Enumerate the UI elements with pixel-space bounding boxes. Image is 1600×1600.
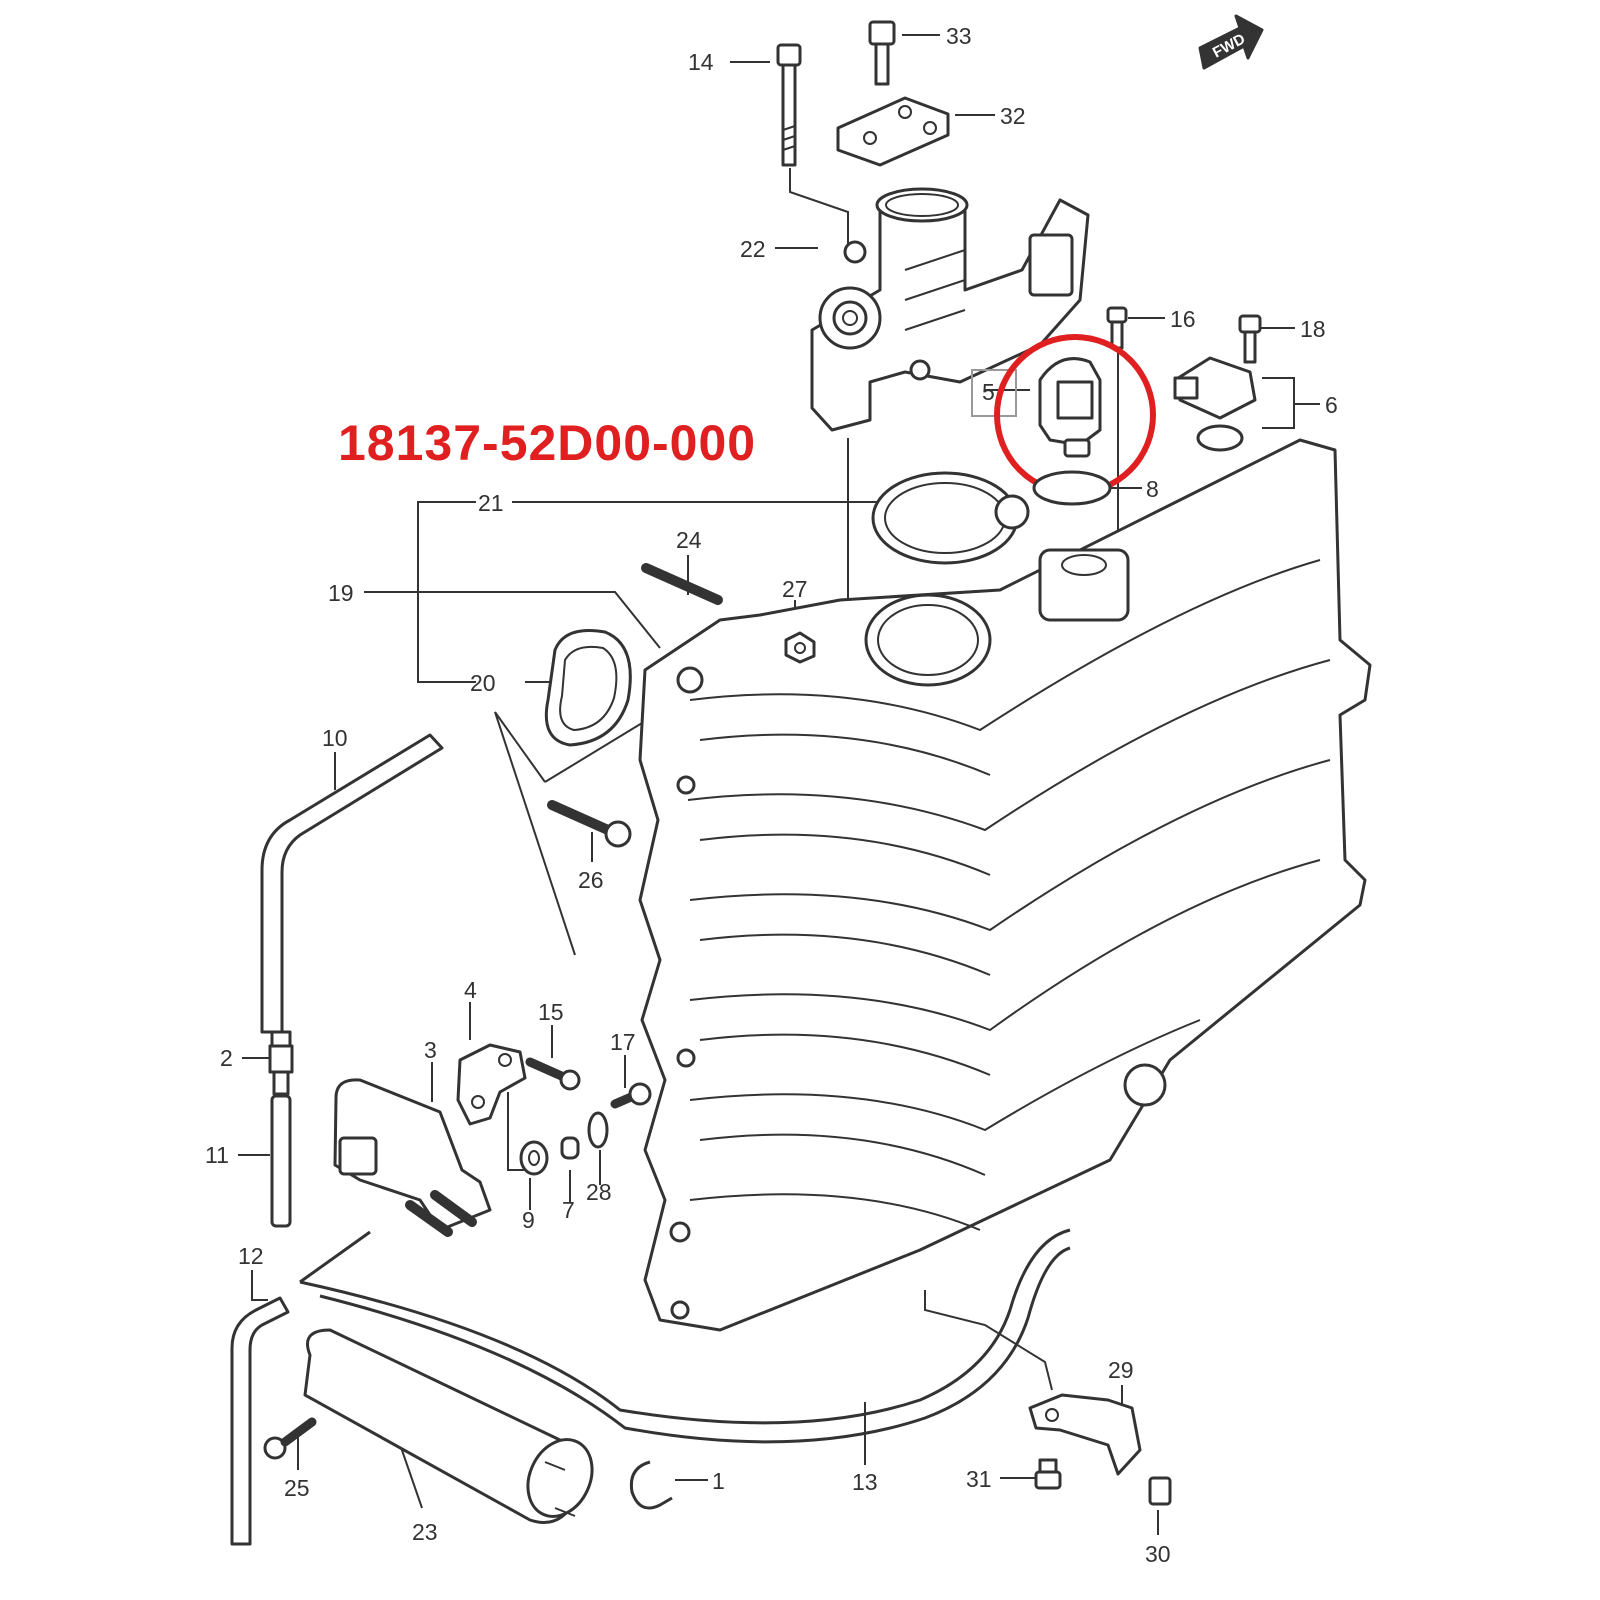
o-ring-8: [1032, 470, 1112, 506]
collar-7: [560, 1136, 580, 1160]
callout-30: 30: [1145, 1541, 1171, 1567]
gasket-20: [544, 629, 632, 747]
callout-29: 29: [1108, 1357, 1134, 1383]
gasket-32: [836, 96, 950, 167]
callout-31: 31: [966, 1466, 992, 1492]
bracket-29: [1028, 1393, 1142, 1476]
bolt-14: [776, 43, 802, 167]
callout-23: 23: [412, 1519, 438, 1545]
callout-26: 26: [578, 867, 604, 893]
bolt-15: [525, 1057, 581, 1091]
washer-28: [587, 1111, 609, 1149]
callout-3: 3: [424, 1037, 437, 1063]
callout-20: 20: [470, 670, 496, 696]
hose-11: [270, 1094, 292, 1228]
callout-28: 28: [586, 1179, 612, 1205]
hose-13: [299, 1228, 1071, 1444]
callout-1: 1: [712, 1468, 725, 1494]
callout-4: 4: [464, 977, 477, 1003]
callout-33: 33: [946, 23, 972, 49]
callout-27: 27: [782, 576, 808, 602]
bolt-31: [1034, 1458, 1062, 1490]
callout-8: 8: [1146, 476, 1159, 502]
hose-10: [260, 733, 444, 1034]
bolt-16: [1106, 306, 1128, 350]
callout-2: 2: [220, 1045, 233, 1071]
intake-manifest: [638, 438, 1372, 1332]
callout-15: 15: [538, 999, 564, 1025]
canister-23: [303, 1328, 594, 1524]
callout-9: 9: [522, 1207, 535, 1233]
throttle-body: [810, 187, 1090, 432]
nut-27: [784, 631, 816, 664]
callout-6: 6: [1325, 392, 1338, 418]
nut-30: [1148, 1476, 1172, 1506]
callout-17: 17: [610, 1029, 636, 1055]
bolt-33: [868, 20, 896, 86]
bracket-4: [456, 1043, 528, 1171]
part-number-label: 18137-52D00-000: [338, 415, 756, 471]
callout-5: 5: [982, 379, 995, 405]
callout-labels: 14 33 32 22 16 18 6 5 8 21 24 19 27 20 1…: [205, 23, 1338, 1567]
bolt-17: [610, 1082, 652, 1109]
callout-12: 12: [238, 1243, 264, 1269]
callout-10: 10: [322, 725, 348, 751]
callout-22: 22: [740, 236, 766, 262]
callout-11: 11: [205, 1142, 229, 1168]
stud-24: [641, 563, 723, 605]
hose-12: [230, 1296, 290, 1546]
sensor-part-5: [971, 357, 1102, 458]
callout-24: 24: [676, 527, 702, 553]
callout-16: 16: [1170, 306, 1196, 332]
bolt-26: [547, 800, 632, 848]
bolt-25: [263, 1417, 317, 1460]
map-sensor-6: [1173, 356, 1257, 452]
callout-7: 7: [562, 1197, 575, 1223]
callout-13: 13: [852, 1469, 878, 1495]
callout-25: 25: [284, 1475, 310, 1501]
fitting-2: [268, 1030, 294, 1096]
callout-32: 32: [1000, 103, 1026, 129]
fwd-arrow-icon: FWD: [1198, 14, 1264, 70]
clamp-1: [629, 1460, 673, 1510]
bolt-18: [1238, 314, 1262, 364]
gasket-21: [871, 471, 1030, 565]
solenoid-valve-3: [333, 1078, 492, 1237]
grommet-9: [519, 1140, 549, 1176]
callout-21: 21: [478, 490, 504, 516]
callout-19: 19: [328, 580, 354, 606]
callout-14: 14: [688, 49, 714, 75]
callout-18: 18: [1300, 316, 1326, 342]
